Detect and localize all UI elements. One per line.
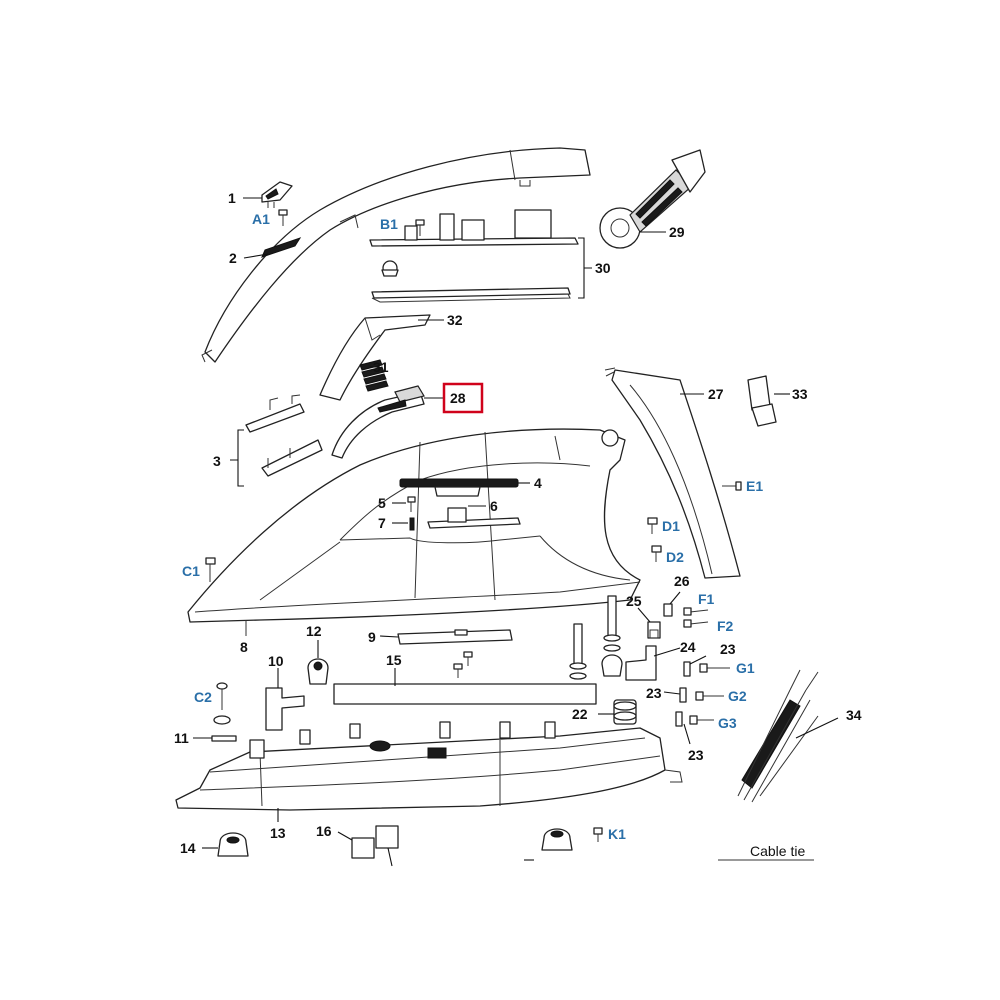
screw-b1 bbox=[415, 219, 425, 236]
valve-plate-6 bbox=[427, 507, 521, 529]
label-26: 26 bbox=[674, 573, 690, 589]
label-1: 1 bbox=[228, 190, 236, 206]
screw-5 bbox=[407, 496, 416, 512]
label-d1: D1 bbox=[662, 518, 680, 534]
label-8: 8 bbox=[240, 639, 248, 655]
label-24: 24 bbox=[680, 639, 696, 655]
label-3: 3 bbox=[213, 453, 221, 469]
pin-7 bbox=[409, 517, 415, 531]
screw-d2 bbox=[651, 545, 662, 562]
label-g3: G3 bbox=[718, 715, 737, 731]
label-29: 29 bbox=[669, 224, 685, 240]
screw-c1 bbox=[205, 557, 216, 582]
cable-tie-caption: Cable tie bbox=[750, 843, 805, 859]
label-32: 32 bbox=[447, 312, 463, 328]
label-a1: A1 bbox=[252, 211, 270, 227]
fitting-25 bbox=[647, 621, 661, 639]
post-left bbox=[569, 623, 587, 680]
hose-15 bbox=[333, 683, 597, 705]
elbow-10 bbox=[265, 687, 305, 731]
label-13: 13 bbox=[270, 825, 286, 841]
spring-31 bbox=[359, 359, 389, 392]
screw-d1 bbox=[647, 517, 658, 534]
label-4: 4 bbox=[534, 475, 542, 491]
highlight-box-28 bbox=[442, 382, 484, 414]
label-28: 28 bbox=[450, 390, 466, 406]
leader-lines bbox=[193, 197, 839, 867]
label-6: 6 bbox=[490, 498, 498, 514]
label-5: 5 bbox=[378, 495, 386, 511]
foot-14 bbox=[217, 832, 249, 857]
handle-rear-piece-32 bbox=[319, 314, 431, 401]
pin-11 bbox=[211, 735, 237, 742]
rear-cover-27 bbox=[604, 367, 741, 579]
pads-16 bbox=[351, 825, 399, 859]
label-9: 9 bbox=[368, 629, 376, 645]
label-22: 22 bbox=[572, 706, 588, 722]
foot-right bbox=[541, 828, 573, 851]
label-b1: B1 bbox=[380, 216, 398, 232]
control-board-assembly bbox=[369, 209, 579, 303]
label-34: 34 bbox=[846, 707, 862, 723]
screw-c2 bbox=[213, 682, 231, 725]
label-33: 33 bbox=[792, 386, 808, 402]
label-15: 15 bbox=[386, 652, 402, 668]
label-f1: F1 bbox=[698, 591, 715, 607]
label-14: 14 bbox=[180, 840, 196, 856]
label-11: 11 bbox=[174, 730, 189, 746]
label-23b: 23 bbox=[646, 685, 662, 701]
steam-button-28 bbox=[331, 385, 425, 459]
grommet-22 bbox=[613, 699, 637, 725]
handle-top-cover bbox=[201, 147, 591, 363]
button-clips-3 bbox=[245, 394, 323, 477]
temperature-knob-29 bbox=[599, 149, 706, 249]
label-25: 25 bbox=[626, 593, 642, 609]
label-7: 7 bbox=[378, 515, 386, 531]
part-labels: 1 A1 2 B1 29 30 32 31 28 27 33 3 4 E1 5 … bbox=[174, 190, 862, 859]
screw-e1 bbox=[722, 481, 742, 491]
label-e1: E1 bbox=[746, 478, 763, 494]
screw-9b bbox=[453, 651, 473, 678]
screw-g3 bbox=[689, 715, 714, 725]
screw-g1 bbox=[699, 663, 730, 673]
button-clip-1 bbox=[261, 181, 293, 208]
cable-tie-34 bbox=[737, 669, 819, 803]
screws-f1-f2 bbox=[683, 607, 709, 628]
plug-33 bbox=[747, 375, 777, 427]
label-27: 27 bbox=[708, 386, 724, 402]
label-12: 12 bbox=[306, 623, 322, 639]
label-30: 30 bbox=[595, 260, 611, 276]
label-g2: G2 bbox=[728, 688, 747, 704]
label-16: 16 bbox=[316, 823, 332, 839]
label-k1: K1 bbox=[608, 826, 626, 842]
label-23c: 23 bbox=[688, 747, 704, 763]
label-d2: D2 bbox=[666, 549, 684, 565]
screw-a1 bbox=[278, 209, 288, 226]
screw-k1 bbox=[593, 827, 603, 842]
rod-9 bbox=[397, 629, 513, 645]
clamp-12 bbox=[307, 658, 329, 685]
elbow-24 bbox=[625, 645, 657, 681]
soleplate-13 bbox=[175, 721, 683, 811]
label-f2: F2 bbox=[717, 618, 734, 634]
label-g1: G1 bbox=[736, 660, 755, 676]
label-c2: C2 bbox=[194, 689, 212, 705]
clip-26 bbox=[663, 603, 673, 617]
label-31: 31 bbox=[373, 359, 389, 375]
label-10: 10 bbox=[268, 653, 284, 669]
label-23a: 23 bbox=[720, 641, 736, 657]
screw-g2 bbox=[695, 691, 724, 701]
label-2: 2 bbox=[229, 250, 237, 266]
clip-23 bbox=[675, 661, 691, 727]
post-right bbox=[601, 595, 623, 677]
label-c1: C1 bbox=[182, 563, 200, 579]
